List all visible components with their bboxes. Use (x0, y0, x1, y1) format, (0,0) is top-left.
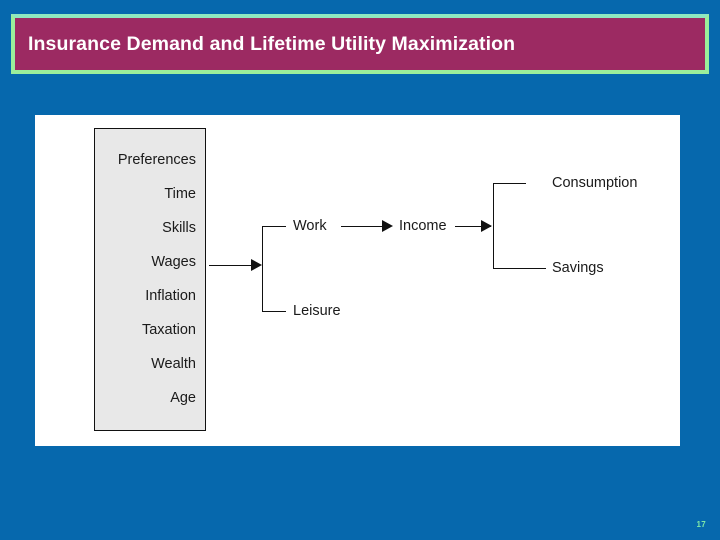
determinant-wages: Wages (151, 254, 196, 271)
node-savings: Savings (552, 260, 604, 276)
determinants-box: Preferences Time Skills Wages Inflation … (94, 128, 206, 431)
node-leisure: Leisure (293, 303, 341, 319)
arrow-work-to-income-line (341, 226, 384, 227)
determinant-inflation: Inflation (145, 288, 196, 305)
income-bracket-arm-savings (493, 268, 546, 269)
page-title: Insurance Demand and Lifetime Utility Ma… (28, 32, 516, 55)
page-number: 17 (696, 520, 706, 529)
slide-title-banner: Insurance Demand and Lifetime Utility Ma… (11, 14, 709, 74)
determinant-age: Age (170, 390, 196, 407)
determinant-preferences: Preferences (117, 152, 196, 168)
determinant-wealth: Wealth (151, 356, 196, 373)
determinant-taxation: Taxation (141, 322, 196, 339)
income-bracket-spine (493, 183, 494, 268)
diagram-panel: Preferences Time Skills Wages Inflation … (35, 115, 680, 446)
node-income: Income (399, 218, 447, 234)
income-bracket-arm-consumption (493, 183, 526, 184)
node-consumption: Consumption (552, 175, 638, 191)
arrow-income-to-allocation-line (455, 226, 491, 227)
arrow-income-to-allocation-head (481, 219, 492, 232)
arrow-determinants-to-allocation-line (209, 265, 253, 266)
allocation-bracket-spine (262, 226, 263, 311)
arrow-determinants-to-allocation-head (251, 258, 262, 271)
determinant-skills: Skills (162, 220, 196, 237)
determinant-time: Time (164, 186, 196, 203)
arrow-work-to-income-head (382, 219, 393, 232)
node-work: Work (293, 218, 327, 234)
allocation-bracket-arm-leisure (262, 311, 286, 312)
allocation-bracket-arm-work (262, 226, 286, 227)
